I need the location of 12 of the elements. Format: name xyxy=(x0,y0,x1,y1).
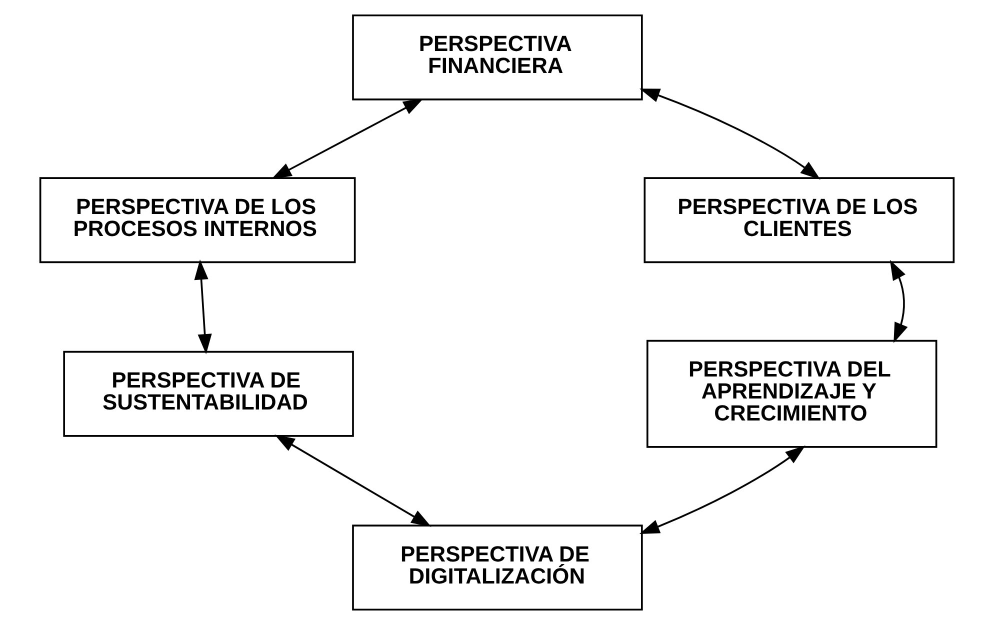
node-box: PERSPECTIVA FINANCIERA xyxy=(352,14,642,100)
arrow xyxy=(889,260,908,343)
node-box: PERSPECTIVA DE DIGITALIZACIÓN xyxy=(352,524,642,611)
node-box: PERSPECTIVA DE LOS CLIENTES xyxy=(643,177,954,264)
arrow xyxy=(638,446,805,534)
arrow xyxy=(639,88,820,180)
arrow xyxy=(194,260,212,354)
arrow xyxy=(270,98,423,180)
arrow xyxy=(274,434,431,527)
node-box: PERSPECTIVA DEL APRENDIZAJE Y CRECIMIENTO xyxy=(646,340,937,448)
node-box: PERSPECTIVA DE SUSTENTABILIDAD xyxy=(62,350,354,437)
node-box: PERSPECTIVA DE LOS PROCESOS INTERNOS xyxy=(38,177,356,264)
